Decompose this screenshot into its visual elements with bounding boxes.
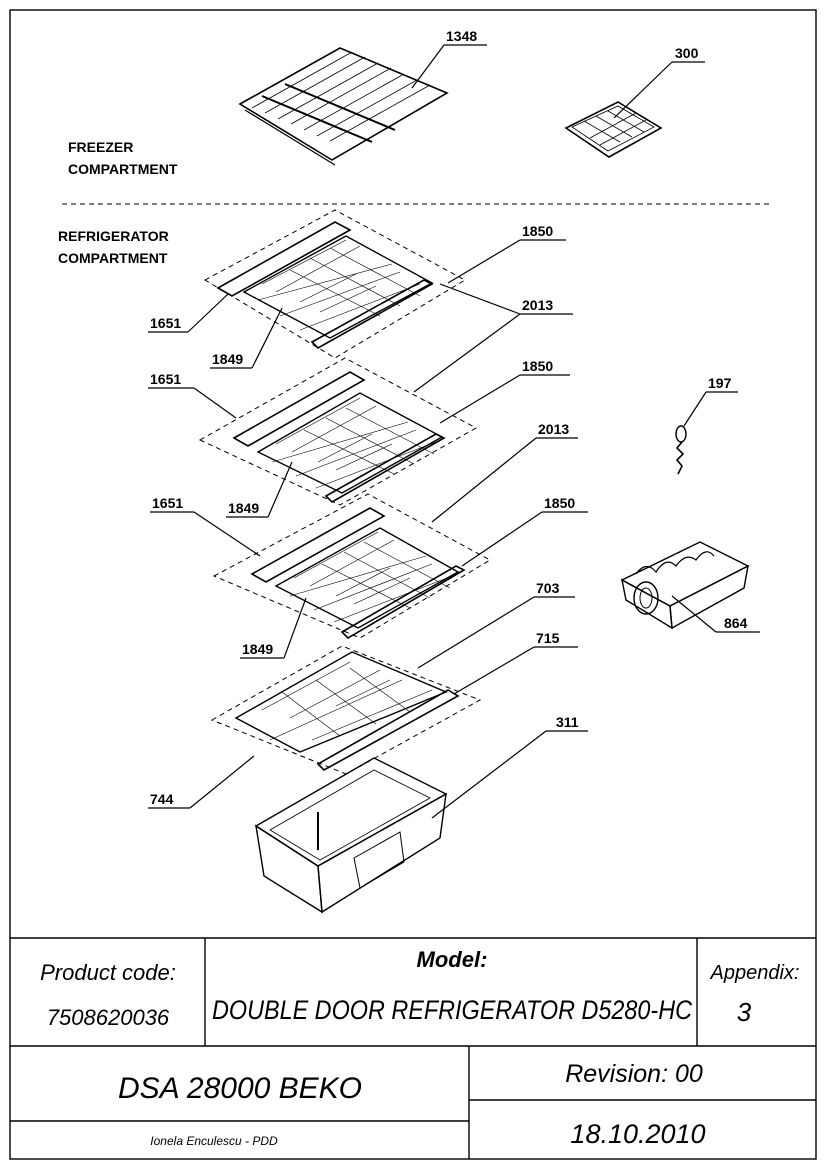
part-label-715: 715 bbox=[536, 630, 560, 646]
product-code-value: 7508620036 bbox=[47, 1005, 170, 1030]
part-label-1850-b: 1850 bbox=[522, 358, 553, 374]
title-block bbox=[10, 937, 816, 1159]
leader-744 bbox=[189, 755, 255, 809]
leader-2013-a2 bbox=[413, 313, 521, 393]
sheet-border bbox=[9, 9, 817, 1160]
refrigerator-heading: REFRIGERATOR COMPARTMENT bbox=[58, 228, 173, 266]
document-title: DSA 28000 BEKO bbox=[118, 1072, 362, 1105]
leader-715 bbox=[453, 646, 535, 695]
freezer-heading: FREEZER COMPARTMENT bbox=[68, 139, 178, 177]
leader-703 bbox=[417, 596, 535, 669]
part-label-1850-a: 1850 bbox=[522, 223, 553, 239]
leader-1850-c bbox=[461, 511, 543, 567]
part-label-1849-b: 1849 bbox=[228, 500, 259, 516]
leader-197 bbox=[683, 391, 707, 427]
wire-shelf-drawing bbox=[238, 47, 449, 166]
part-label-744: 744 bbox=[150, 791, 174, 807]
part-label-197: 197 bbox=[708, 375, 732, 391]
part-label-703: 703 bbox=[536, 580, 560, 596]
author: Ionela Enculescu - PDD bbox=[150, 1134, 278, 1148]
glass-shelf-2-drawing bbox=[198, 357, 478, 506]
leader-2013-b bbox=[431, 437, 537, 523]
part-label-2013-a: 2013 bbox=[522, 297, 553, 313]
model-value: DOUBLE DOOR REFRIGERATOR D5280-HC bbox=[212, 995, 692, 1025]
product-code-label: Product code: bbox=[40, 960, 176, 985]
leader-1850-a bbox=[447, 239, 521, 284]
leader-2013-a bbox=[439, 283, 521, 315]
leader-1849-b bbox=[267, 461, 293, 518]
part-label-311: 311 bbox=[556, 714, 579, 730]
leader-1849-c bbox=[283, 597, 307, 659]
appendix-label: Appendix: bbox=[710, 962, 800, 984]
part-label-1651-a: 1651 bbox=[150, 315, 181, 331]
leader-864 bbox=[671, 595, 717, 633]
leader-1651-b bbox=[193, 387, 237, 419]
date: 18.10.2010 bbox=[570, 1119, 705, 1149]
appendix-value: 3 bbox=[737, 997, 752, 1027]
leader-1850-b bbox=[439, 374, 521, 424]
glass-shelf-3-drawing bbox=[212, 493, 492, 640]
glass-shelf-1-drawing bbox=[203, 209, 467, 359]
part-label-1850-c: 1850 bbox=[544, 495, 575, 511]
revision: Revision: 00 bbox=[565, 1060, 703, 1088]
model-label: Model: bbox=[417, 947, 488, 972]
crisper-drawer-drawing bbox=[254, 757, 448, 914]
part-label-2013-b: 2013 bbox=[538, 421, 569, 437]
leader-1849-a bbox=[251, 307, 283, 369]
part-label-864: 864 bbox=[724, 615, 748, 631]
leader-1651-a bbox=[187, 293, 229, 333]
leader-311 bbox=[431, 730, 547, 819]
part-label-1651-c: 1651 bbox=[152, 495, 183, 511]
pin-drawing bbox=[675, 425, 687, 475]
leader-300 bbox=[613, 61, 673, 119]
ice-tray-drawing bbox=[564, 101, 663, 158]
part-label-1651-b: 1651 bbox=[150, 371, 181, 387]
crisper-glass-drawing bbox=[210, 645, 482, 775]
part-label-1849-a: 1849 bbox=[212, 351, 243, 367]
egg-holder-drawing bbox=[620, 541, 750, 630]
part-label-1348: 1348 bbox=[446, 28, 477, 44]
part-label-300: 300 bbox=[675, 45, 699, 61]
leader-1651-c bbox=[193, 511, 261, 557]
leader-1348 bbox=[411, 44, 445, 89]
part-label-1849-c: 1849 bbox=[242, 641, 273, 657]
